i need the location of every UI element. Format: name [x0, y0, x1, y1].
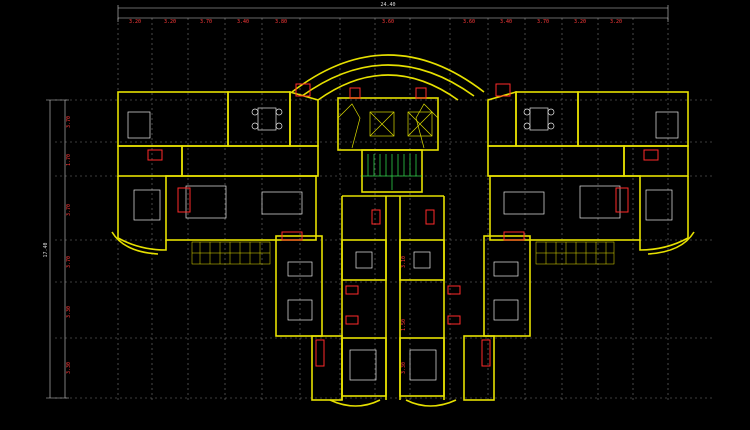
central-core	[291, 54, 485, 400]
top-dimensions: 3.20 3.20 3.70 3.40 3.80 3.60 3.60 3.40 …	[129, 19, 622, 25]
center-dim-1: 3.10	[401, 256, 407, 268]
left-wing	[111, 83, 381, 401]
left-dim-1: 3.70	[66, 116, 72, 128]
top-center-dim: 3.60	[382, 19, 394, 25]
top-dim-1: 3.20	[129, 19, 141, 25]
left-dim-5: 3.30	[66, 306, 72, 318]
dimension-lines	[46, 5, 669, 399]
right-wing	[425, 83, 695, 401]
top-dim-8: 3.70	[537, 19, 549, 25]
top-dim-6: 3.60	[463, 19, 475, 25]
left-dimensions: 3.70 1.70 3.70 3.70 3.30 3.30	[66, 116, 72, 374]
lower-units	[329, 239, 457, 407]
left-total-dimension: 17.40	[43, 242, 49, 257]
left-dim-6: 3.30	[66, 362, 72, 374]
top-dim-5: 3.80	[275, 19, 287, 25]
center-dim-3: 3.30	[401, 362, 407, 374]
top-total-dimension: 24.40	[380, 2, 395, 8]
top-dim-2: 3.20	[164, 19, 176, 25]
left-dim-4: 3.70	[66, 256, 72, 268]
left-dim-3: 3.70	[66, 204, 72, 216]
top-dim-3: 3.70	[200, 19, 212, 25]
stair-treads	[362, 154, 422, 190]
left-dim-2: 1.70	[66, 154, 72, 166]
top-dim-9: 3.20	[574, 19, 586, 25]
center-dimensions: 3.10 1.50 3.30	[401, 256, 407, 374]
top-dim-4: 3.40	[237, 19, 249, 25]
top-dim-7: 3.40	[500, 19, 512, 25]
center-dim-2: 1.50	[401, 319, 407, 331]
grid-lines	[55, 18, 715, 400]
top-dim-10: 3.20	[610, 19, 622, 25]
